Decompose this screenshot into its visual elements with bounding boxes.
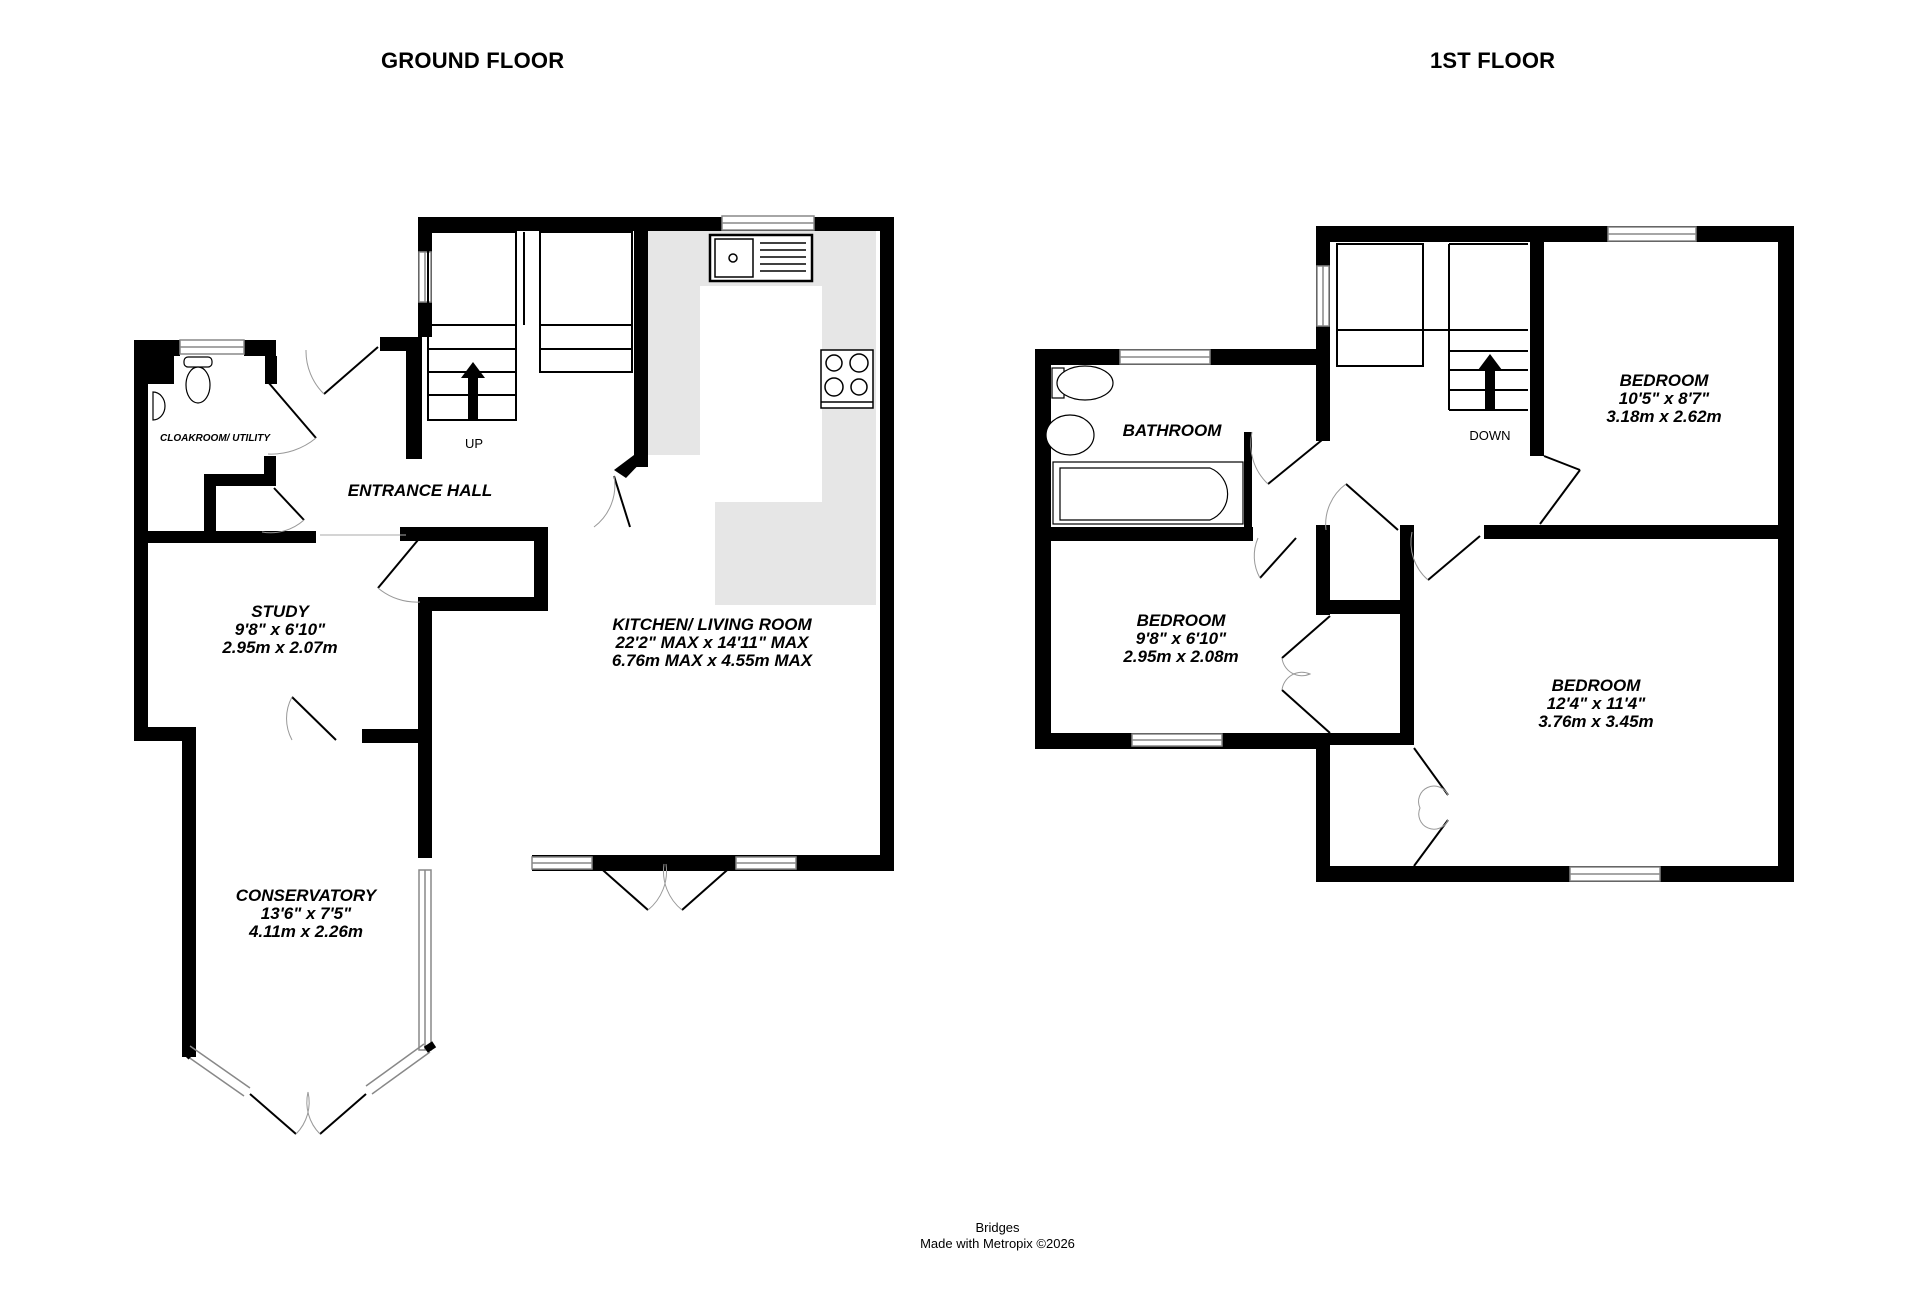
room-dimensions-imperial: 10'5" x 8'7" [1618,389,1710,408]
stairs-down-label: DOWN [1469,428,1511,443]
room-dimensions-metric: 6.76m MAX x 4.55m MAX [611,651,813,670]
first-floor-walls [1035,226,1794,882]
cloakroom-label: CLOAKROOM/ UTILITY [160,433,270,444]
ground-floor-title: GROUND FLOOR [381,48,565,73]
footer-company: Bridges [975,1220,1020,1235]
room-dimensions-imperial: 13'6" x 7'5" [260,904,352,923]
ground-floor-windows [179,215,815,1097]
stairs-down-arrow-icon [1478,354,1502,410]
room-name: BEDROOM [1136,611,1226,630]
room-name: BATHROOM [1122,421,1222,440]
room-name: KITCHEN/ LIVING ROOM [612,615,812,634]
bedroom-2-label: BEDROOM 9'8" x 6'10" 2.95m x 2.08m [1123,612,1238,666]
room-dimensions-imperial: 9'8" x 6'10" [234,620,326,639]
bathroom-label: BATHROOM [1123,422,1222,440]
room-dimensions-metric: 3.76m x 3.45m [1538,712,1654,731]
conservatory-walls [182,1041,437,1060]
room-name: ENTRANCE HALL [347,481,493,500]
kitchen-counters [640,230,876,605]
room-dimensions-imperial: 9'8" x 6'10" [1135,629,1227,648]
first-floor-windows [1119,226,1697,882]
room-name: BEDROOM [1619,371,1709,390]
first-floor-plan [1035,226,1794,882]
stairs-up-label: UP [464,436,484,451]
conservatory-label: CONSERVATORY 13'6" x 7'5" 4.11m x 2.26m [236,887,376,941]
stairs-up-arrow-icon [461,362,485,419]
room-name: BEDROOM [1551,676,1641,695]
bedroom-1-label: BEDROOM 10'5" x 8'7" 3.18m x 2.62m [1606,372,1721,426]
room-dimensions-metric: 2.95m x 2.07m [222,638,338,657]
room-name: STUDY [251,602,309,621]
first-floor-stairs [1336,243,1528,411]
room-dimensions-metric: 2.95m x 2.08m [1123,647,1239,666]
first-floor-doors [1250,431,1581,867]
footer: Bridges Made with Metropix ©2026 [0,1220,1920,1252]
footer-credit: Made with Metropix ©2026 [920,1236,1075,1251]
cloakroom-toilet-icon [152,356,213,421]
ground-floor-doors [249,346,735,1135]
kitchen-living-room-label: KITCHEN/ LIVING ROOM 22'2" MAX x 14'11" … [612,616,812,670]
kitchen-hob-icon [820,349,874,409]
room-dimensions-metric: 4.11m x 2.26m [248,922,364,941]
ground-floor-plan [134,215,894,1135]
room-dimensions-imperial: 22'2" MAX x 14'11" MAX [615,633,809,652]
first-floor-title: 1ST FLOOR [1430,48,1556,73]
room-dimensions-imperial: 12'4" x 11'4" [1546,694,1646,713]
kitchen-sink-icon [708,233,814,283]
study-label: STUDY 9'8" x 6'10" 2.95m x 2.07m [222,603,337,657]
bathroom-fixtures-icon [1045,365,1244,525]
entrance-hall-label: ENTRANCE HALL [348,482,493,500]
room-name: CONSERVATORY [235,886,377,905]
ground-floor-stairs [427,231,633,421]
room-dimensions-metric: 3.18m x 2.62m [1606,407,1722,426]
bedroom-3-label: BEDROOM 12'4" x 11'4" 3.76m x 3.45m [1538,677,1653,731]
